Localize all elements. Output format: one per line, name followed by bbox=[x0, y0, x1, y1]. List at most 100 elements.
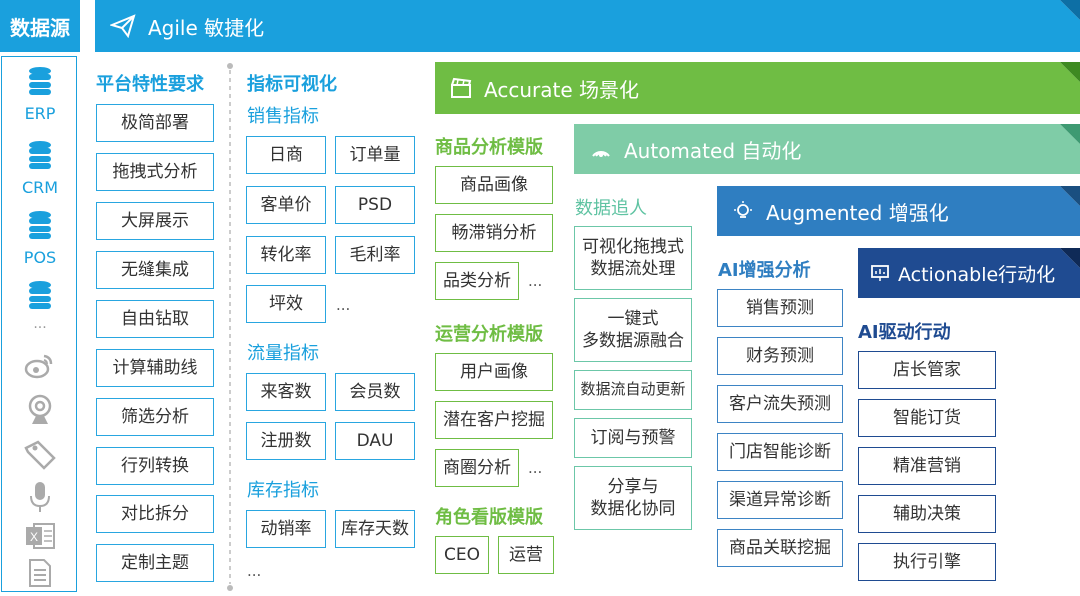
product-template-more: ... bbox=[528, 272, 543, 290]
automated-item-line2: 多数据源融合 bbox=[582, 331, 684, 351]
product-template-item: 畅滞销分析 bbox=[435, 214, 553, 252]
platform-heading: 平台特性要求 bbox=[96, 74, 204, 95]
platform-item: 拖拽式分析 bbox=[96, 153, 214, 191]
agile-banner: Agile 敏捷化 bbox=[110, 0, 264, 52]
actionable-item: 店长管家 bbox=[858, 351, 996, 389]
traffic-metric: 会员数 bbox=[335, 373, 415, 411]
column-separator bbox=[227, 63, 233, 591]
sidebar: 数据源 ERP CRM POS ... bbox=[0, 0, 80, 596]
sales-metric: PSD bbox=[335, 186, 415, 224]
traffic-metric: 来客数 bbox=[246, 373, 326, 411]
automated-heading: 数据追人 bbox=[575, 198, 647, 219]
augmented-banner: Augmented 增强化 bbox=[732, 186, 949, 236]
traffic-metric: 注册数 bbox=[246, 422, 326, 460]
augmented-item: 财务预测 bbox=[717, 337, 843, 375]
automated-item: 一键式 多数据源融合 bbox=[574, 298, 692, 362]
clapperboard-icon bbox=[451, 77, 472, 98]
actionable-banner-shape bbox=[858, 248, 1080, 298]
inventory-metrics-more: ... bbox=[247, 562, 262, 580]
sales-metric: 转化率 bbox=[246, 236, 326, 274]
lightbulb-icon bbox=[734, 201, 752, 218]
sales-metrics-more: ... bbox=[336, 296, 351, 314]
accurate-banner-shape bbox=[435, 62, 1080, 114]
agile-banner-label: Agile 敏捷化 bbox=[148, 15, 265, 40]
platform-item: 筛选分析 bbox=[96, 398, 214, 436]
product-template-heading: 商品分析模版 bbox=[435, 137, 543, 158]
automated-item: 分享与 数据化协同 bbox=[574, 466, 692, 530]
sales-metric: 日商 bbox=[246, 136, 326, 174]
automated-banner-shape bbox=[574, 124, 1080, 174]
metrics-heading: 指标可视化 bbox=[247, 74, 337, 95]
platform-item: 自由钻取 bbox=[96, 300, 214, 338]
automated-item-line2: 数据流处理 bbox=[590, 259, 676, 279]
paper-plane-icon bbox=[110, 14, 136, 38]
augmented-banner-label: Augmented 增强化 bbox=[766, 200, 949, 225]
actionable-item: 辅助决策 bbox=[858, 495, 996, 533]
sales-metric: 客单价 bbox=[246, 186, 326, 224]
database-icon bbox=[29, 281, 51, 309]
microphone-icon bbox=[30, 482, 50, 512]
automated-item-line1: 订阅与预警 bbox=[590, 427, 676, 448]
automated-item-line1: 可视化拖拽式 bbox=[582, 236, 684, 257]
automated-item: 可视化拖拽式 数据流处理 bbox=[574, 226, 692, 290]
sidebar-title-bar: 数据源 bbox=[0, 0, 80, 52]
presentation-icon bbox=[871, 265, 889, 281]
automated-item-line1: 分享与 bbox=[607, 476, 659, 497]
database-icon bbox=[29, 211, 51, 239]
actionable-item: 执行引擎 bbox=[858, 543, 996, 581]
platform-item: 极简部署 bbox=[96, 104, 214, 142]
database-icon bbox=[29, 67, 51, 95]
operation-template-more: ... bbox=[528, 459, 543, 477]
svg-text:X: X bbox=[30, 530, 38, 544]
accurate-banner: Accurate 场景化 bbox=[450, 62, 639, 114]
sales-metrics-heading: 销售指标 bbox=[247, 106, 319, 127]
automated-banner-label: Automated 自动化 bbox=[624, 138, 802, 163]
platform-item: 大屏展示 bbox=[96, 202, 214, 240]
actionable-banner-label: Actionable行动化 bbox=[898, 263, 1056, 286]
operation-template-heading: 运营分析模版 bbox=[435, 324, 543, 345]
automated-item-line2: 数据化协同 bbox=[590, 499, 676, 519]
augmented-item: 客户流失预测 bbox=[717, 385, 843, 423]
augmented-banner-shape bbox=[717, 186, 1080, 236]
platform-item: 计算辅助线 bbox=[96, 349, 214, 387]
inventory-metrics-heading: 库存指标 bbox=[247, 480, 319, 501]
inventory-metric: 库存天数 bbox=[335, 510, 415, 548]
traffic-metric: DAU bbox=[335, 422, 415, 460]
source-label-crm: CRM bbox=[21, 178, 59, 197]
automated-item-line1: 数据流自动更新 bbox=[580, 380, 686, 399]
role-template-item: CEO bbox=[435, 536, 489, 574]
inventory-metric: 动销率 bbox=[246, 510, 326, 548]
sidebar-panel bbox=[1, 56, 77, 592]
actionable-item: 精准营销 bbox=[858, 447, 996, 485]
agile-banner-shape bbox=[95, 0, 1080, 52]
accurate-banner-label: Accurate 场景化 bbox=[484, 77, 639, 102]
product-template-item: 商品画像 bbox=[435, 166, 553, 204]
document-icon bbox=[29, 559, 51, 587]
weibo-icon bbox=[24, 354, 53, 379]
role-template-heading: 角色看版模版 bbox=[435, 507, 543, 528]
sales-metric: 订单量 bbox=[335, 136, 415, 174]
actionable-item: 智能订货 bbox=[858, 399, 996, 437]
role-template-item: 运营 bbox=[498, 536, 554, 574]
automated-item: 订阅与预警 bbox=[574, 418, 692, 458]
traffic-metrics-heading: 流量指标 bbox=[247, 343, 319, 364]
automated-item-line1: 一键式 bbox=[607, 308, 659, 329]
sidebar-title: 数据源 bbox=[10, 15, 70, 40]
sales-metric: 毛利率 bbox=[335, 236, 415, 274]
camera-icon bbox=[28, 394, 52, 424]
tag-icon bbox=[24, 440, 56, 470]
source-label-erp: ERP bbox=[24, 104, 56, 123]
platform-item: 定制主题 bbox=[96, 544, 214, 582]
augmented-item: 门店智能诊断 bbox=[717, 433, 843, 471]
augmented-heading: AI增强分析 bbox=[718, 260, 811, 281]
source-label-pos: POS bbox=[23, 248, 57, 267]
augmented-item: 商品关联挖掘 bbox=[717, 529, 843, 567]
operation-template-item: 商圈分析 bbox=[435, 449, 519, 487]
operation-template-item: 潜在客户挖掘 bbox=[435, 401, 553, 439]
automated-banner: Automated 自动化 bbox=[590, 124, 801, 174]
sales-metric: 坪效 bbox=[246, 285, 326, 323]
platform-item: 行列转换 bbox=[96, 447, 214, 485]
actionable-heading: AI驱动行动 bbox=[858, 322, 951, 343]
automated-item: 数据流自动更新 bbox=[574, 370, 692, 410]
augmented-item: 销售预测 bbox=[717, 289, 843, 327]
